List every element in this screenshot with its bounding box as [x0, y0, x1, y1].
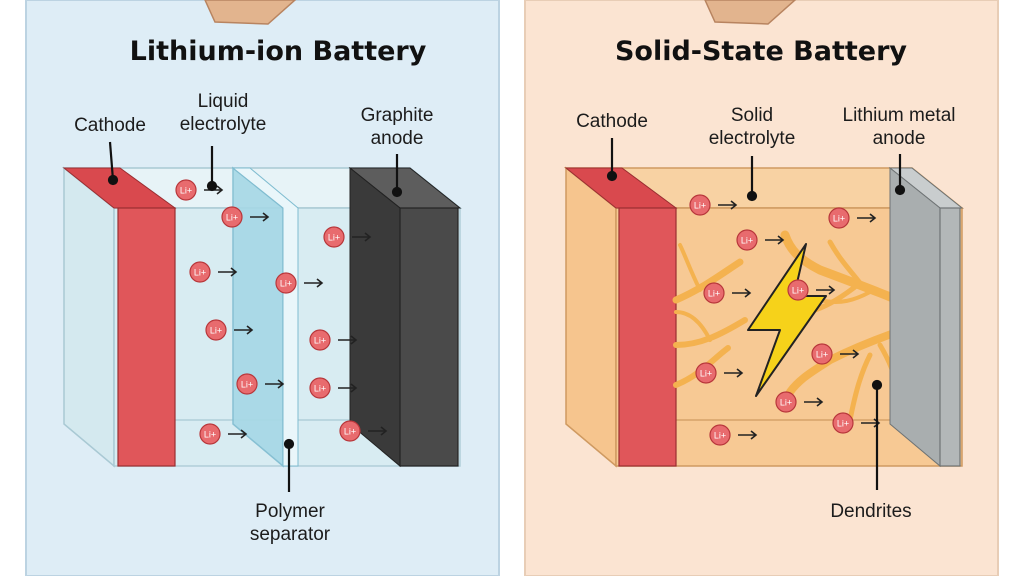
lithium-ion	[205, 319, 227, 341]
lithium-ion	[339, 420, 361, 442]
label-polymer-separator-line2: separator	[249, 524, 331, 545]
lithium-ion	[199, 423, 221, 445]
separator-edge	[231, 167, 299, 467]
lithium-ion-label: Li+	[837, 419, 849, 429]
lithium-ion-label: Li+	[741, 236, 753, 246]
ion-direction-arrow	[265, 379, 285, 389]
solid-cell-left-face	[565, 166, 617, 468]
lithium-ion	[689, 194, 711, 216]
cathode-block	[117, 207, 176, 467]
lithium-ion-label: Li+	[210, 326, 222, 336]
lithium-ion-label: Li+	[194, 268, 206, 278]
label-lithium-metal-anode-line2: anode	[872, 128, 926, 149]
lithium-ion	[695, 362, 717, 384]
lithium-metal-front	[939, 207, 961, 467]
cell-left-face	[63, 166, 115, 468]
lithium-ion-label: Li+	[714, 431, 726, 441]
ion-direction-arrow	[840, 349, 860, 359]
ion-direction-arrow	[732, 288, 752, 298]
ion-direction-arrow	[218, 267, 238, 277]
lithium-ion	[309, 377, 331, 399]
lithium-ion-label: Li+	[344, 427, 356, 437]
ion-direction-arrow	[234, 325, 254, 335]
label-cathode-left: Cathode	[74, 115, 146, 136]
lithium-ion-label: Li+	[314, 384, 326, 394]
lithium-ion	[787, 279, 809, 301]
label-lithium-metal-anode-line1: Lithium metal	[842, 105, 956, 126]
ion-direction-arrow	[338, 383, 358, 393]
lithium-ion	[275, 272, 297, 294]
solid-cathode-block	[618, 207, 677, 467]
lithium-ion-label: Li+	[241, 380, 253, 390]
ion-direction-arrow	[857, 213, 877, 223]
lithium-ion-label: Li+	[328, 233, 340, 243]
lithium-ion-label: Li+	[700, 369, 712, 379]
lithium-metal-side	[889, 166, 941, 468]
lithium-ion	[309, 329, 331, 351]
label-solid-electrolyte-line1: Solid	[730, 105, 774, 126]
label-graphite-anode-line2: anode	[370, 128, 424, 149]
lithium-ion	[832, 412, 854, 434]
lithium-ion-label: Li+	[180, 186, 192, 196]
leader-lines	[107, 138, 906, 492]
ion-direction-arrow	[718, 200, 738, 210]
lithium-ion	[221, 206, 243, 228]
graphite-side	[349, 166, 401, 468]
lithium-ion-label: Li+	[314, 336, 326, 346]
lithium-ion-battery	[61, 166, 463, 468]
lithium-ion	[828, 207, 850, 229]
lithium-ion	[709, 424, 731, 446]
lithium-ion	[811, 343, 833, 365]
ion-direction-arrow	[338, 335, 358, 345]
ion-direction-arrow	[738, 430, 758, 440]
label-solid-electrolyte: Solid electrolyte	[696, 104, 808, 150]
ion-direction-arrow	[352, 232, 372, 242]
ion-direction-arrow	[816, 285, 836, 295]
ion-direction-arrow	[765, 235, 785, 245]
right-panel-title: Solid-State Battery	[614, 36, 908, 67]
label-liquid-electrolyte-line1: Liquid	[197, 91, 249, 112]
ion-direction-arrow	[804, 397, 824, 407]
solid-state-battery	[563, 166, 965, 468]
hand-fragment-left	[204, 0, 297, 25]
label-graphite-anode: Graphite anode	[342, 104, 452, 150]
lithium-ion-label: Li+	[204, 430, 216, 440]
lithium-ion-label: Li+	[708, 289, 720, 299]
lithium-ion	[736, 229, 758, 251]
label-liquid-electrolyte: Liquid electrolyte	[168, 90, 278, 136]
lithium-ion-label: Li+	[816, 350, 828, 360]
label-liquid-electrolyte-line2: electrolyte	[179, 114, 267, 135]
ion-direction-arrow	[368, 426, 388, 436]
label-dendrites: Dendrites	[830, 501, 912, 522]
lithium-ion	[323, 226, 345, 248]
lithium-ion-label: Li+	[280, 279, 292, 289]
lithium-ion-label: Li+	[780, 398, 792, 408]
lithium-ion	[189, 261, 211, 283]
lithium-ion	[175, 179, 197, 201]
lithium-ions: Li+ Li+ Li+ Li+ Li+ Li+ Li+ Li+ Li+ Li+ Li+ Li+ Li+ L…	[175, 179, 881, 446]
lithium-ion	[236, 373, 258, 395]
ion-direction-arrow	[250, 212, 270, 222]
label-cathode-right: Cathode	[576, 111, 648, 132]
lithium-ion-label: Li+	[792, 286, 804, 296]
label-polymer-separator: Polymer separator	[230, 500, 350, 546]
lithium-ion	[703, 282, 725, 304]
ion-direction-arrow	[228, 429, 248, 439]
left-panel-title: Lithium-ion Battery	[129, 36, 427, 67]
lithium-ion-label: Li+	[694, 201, 706, 211]
lithium-ion	[775, 391, 797, 413]
label-polymer-separator-line1: Polymer	[255, 501, 325, 522]
graphite-front	[399, 207, 459, 467]
ion-direction-arrow	[724, 368, 744, 378]
ion-direction-arrow	[304, 278, 324, 288]
label-graphite-anode-line1: Graphite	[360, 105, 434, 126]
lithium-ion-label: Li+	[833, 214, 845, 224]
label-lithium-metal-anode: Lithium metal anode	[826, 104, 972, 150]
hand-fragment-right	[704, 0, 797, 25]
lithium-ion-label: Li+	[226, 213, 238, 223]
label-solid-electrolyte-line2: electrolyte	[708, 128, 796, 149]
